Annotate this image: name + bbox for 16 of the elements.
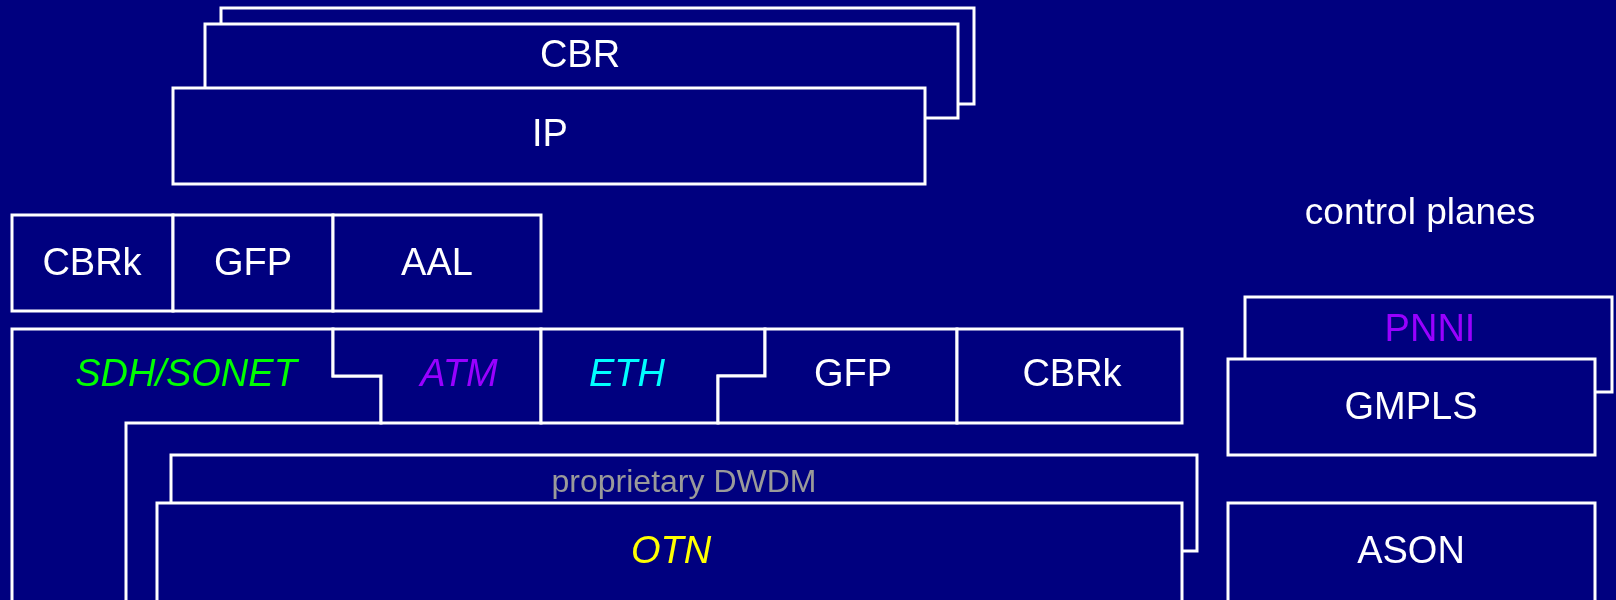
layer-name: SDH/SONET [75,353,297,395]
layer-name: GFP [213,242,293,284]
layer-name: OTN [630,530,712,572]
layer-name: CBR [539,34,621,76]
layer-name: CBRk [1022,353,1122,395]
layer-name: GFP [813,353,893,395]
layer-name: PNNI [1384,308,1476,350]
group-heading: control planes [1304,191,1536,233]
layer-name: ETH [589,353,665,395]
layer-name: proprietary DWDM [551,464,817,500]
layer-name: ASON [1357,530,1465,572]
layer-name: CBRk [42,242,142,284]
layer-name: AAL [401,242,473,284]
layer-name: ATM [420,353,498,395]
layer-name: GMPLS [1344,386,1478,428]
layer-name: IP [532,113,568,155]
